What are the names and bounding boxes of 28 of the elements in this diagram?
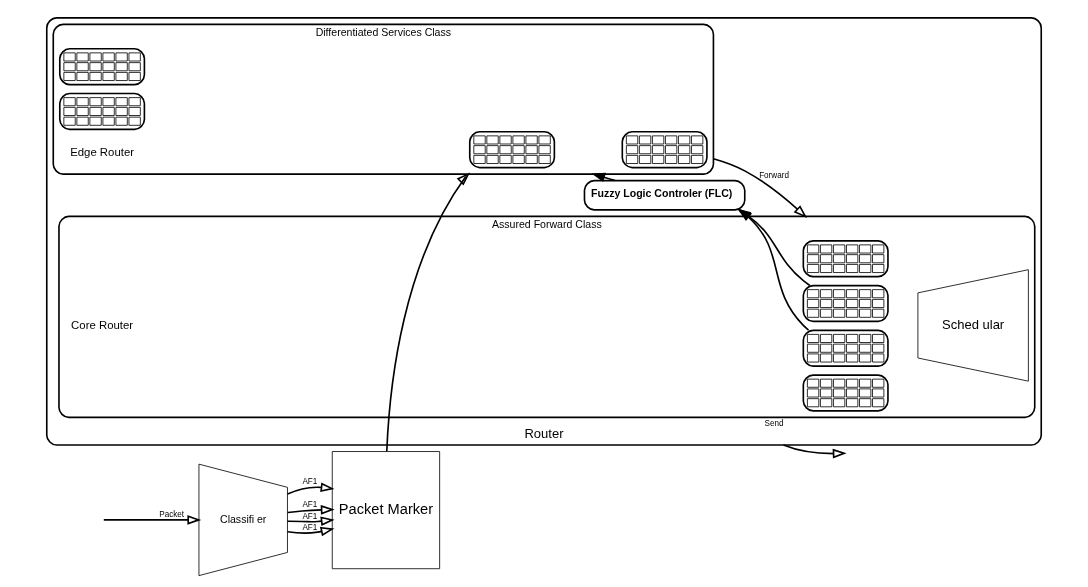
node-box (802, 374, 889, 412)
edge-label: Forward (759, 171, 789, 181)
edge-label: AF1 (302, 522, 318, 532)
arrow (286, 505, 335, 515)
arrow (782, 444, 847, 459)
arrow (286, 482, 335, 495)
node-box: Packet Marker (331, 451, 441, 570)
node-label: Edge Router (70, 145, 135, 158)
node-box (468, 130, 556, 169)
edge-label: AF1 (302, 512, 318, 522)
edge-label: AF1 (302, 477, 318, 487)
edge-label: Packet (159, 510, 185, 520)
arrow (102, 515, 202, 525)
node-box (802, 329, 889, 367)
node-box (58, 48, 146, 86)
node-box: Sched ular (917, 269, 1029, 382)
node-box (802, 284, 889, 323)
arrow (385, 172, 471, 453)
arrow (286, 526, 335, 537)
node-box: Classifi er (198, 463, 288, 577)
node-box (802, 240, 889, 278)
node-box: Fuzzy Logic Controler (FLC) (583, 179, 746, 211)
node-label: Core Router (71, 319, 134, 332)
arrow (286, 516, 335, 527)
node-box (58, 92, 146, 131)
node-box (621, 130, 708, 169)
edge-label: Send (764, 418, 784, 428)
edge-label: AF1 (302, 499, 318, 509)
